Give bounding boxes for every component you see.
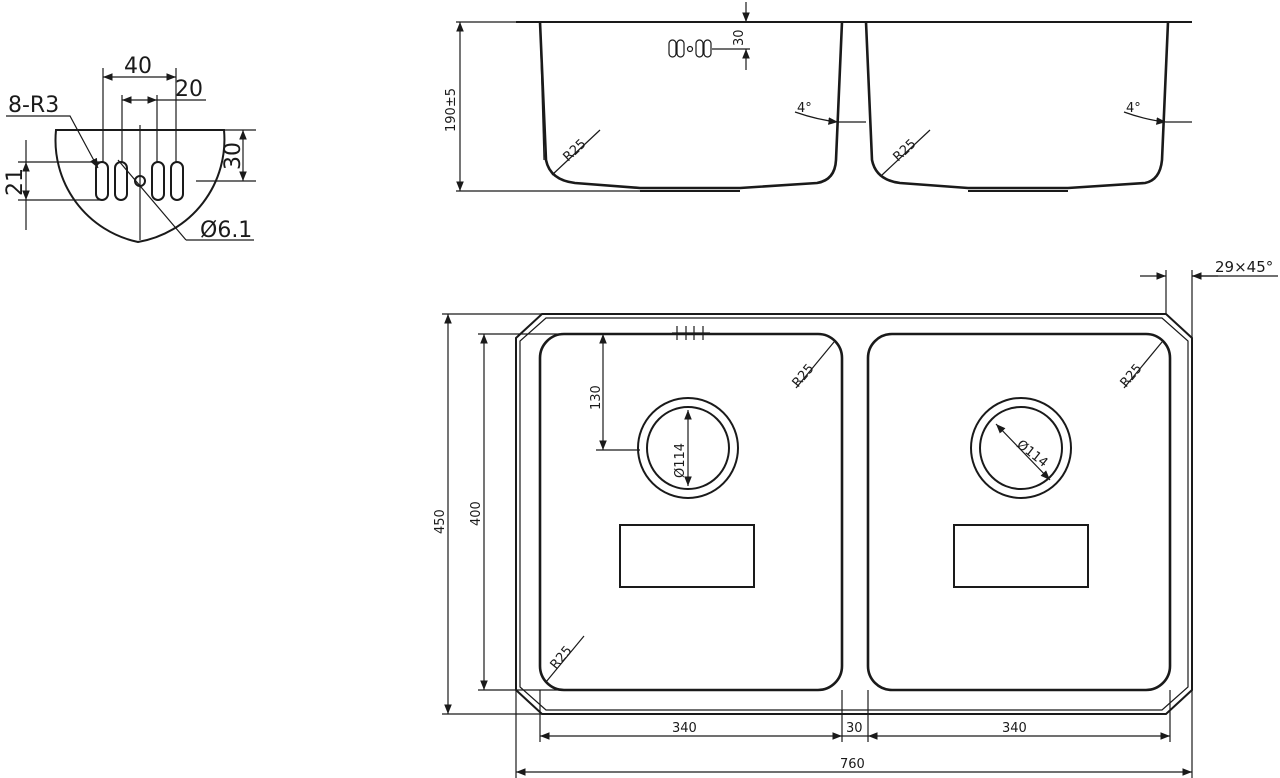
side-radius-left-label: R25 [560,137,589,165]
bowl-depth-label: 400 [469,501,484,526]
drain-left-outer [637,397,739,499]
bowl-left-width-label: 340 [672,721,697,736]
angle-left-label: 4° [797,101,812,116]
overflow-height-label: 30 [732,29,747,46]
chamfer-label: 29×45° [1215,258,1273,276]
side-overflow-hole [686,45,694,53]
detail-outline [54,129,226,244]
drain-offset-label: 130 [589,385,604,410]
hole-diameter-label: Ø6.1 [200,218,252,243]
radius-tr-label: R25 [1118,361,1146,390]
slot-radius-label: 8-R3 [8,93,59,118]
side-overflow-slot [668,39,677,58]
overflow-slot [170,161,184,201]
sink-outline [515,313,1193,715]
slot-height-21-label: 21 [3,168,28,196]
radius-bl-label: R25 [548,643,576,672]
bowl-right [866,332,1172,692]
overall-depth-label: 450 [433,509,448,534]
bowl-left [538,332,844,692]
slot-span-20-label: 20 [175,77,203,102]
drain-left-diameter-label: Ø114 [673,443,688,478]
side-overflow-slot [695,39,704,58]
radius-tl-label: R25 [790,361,818,390]
side-radius-right-label: R25 [890,137,919,165]
side-bowl-left [538,21,844,190]
label-plate-right [953,524,1089,588]
label-plate-left [619,524,755,588]
divider-width-label: 30 [846,721,863,736]
side-overflow-slot [676,39,685,58]
overflow-slot [114,161,128,201]
sink-side-view: 190±5 30 4° 4° R25 R25 [444,2,1192,192]
overflow-slot [151,161,165,201]
side-overflow-slot [703,39,712,58]
slot-height-30-label: 30 [221,142,246,170]
slot-span-40-label: 40 [124,54,152,79]
bowl-right-width-label: 340 [1002,721,1027,736]
depth-label: 190±5 [444,88,459,132]
sink-top-view: 130 Ø114 Ø114 R25 R25 R25 29×45° 450 400 [433,258,1278,778]
drain-right-inner [979,406,1063,490]
overflow-detail-view: 8-R3 40 20 30 21 Ø6.1 [3,54,256,244]
drain-left-inner [646,406,730,490]
overflow-slot [95,161,109,201]
overall-width-label: 760 [840,757,865,772]
side-bowl-right [864,21,1170,190]
drain-right-outer [970,397,1072,499]
angle-right-label: 4° [1126,101,1141,116]
drain-right-diameter-label: Ø114 [1014,437,1051,470]
